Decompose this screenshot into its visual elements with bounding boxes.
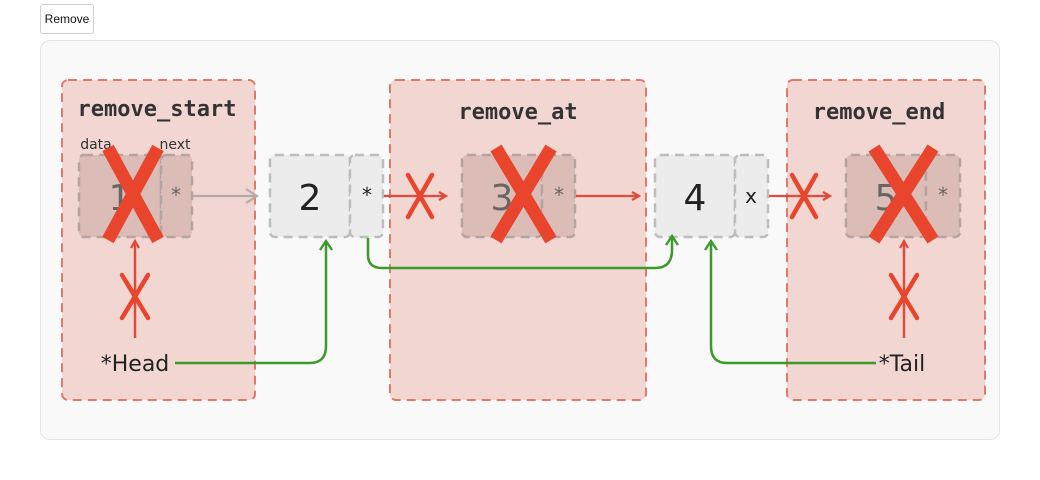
node-pointer: * — [171, 183, 181, 207]
arrow-node2-bypass-to-node4 — [366, 233, 679, 270]
big-x-icon — [102, 144, 164, 244]
node-pointer: * — [362, 183, 372, 207]
node-4: 4 x — [653, 153, 770, 239]
region-label-remove-at: remove_at — [458, 100, 577, 125]
small-x-icon — [789, 172, 819, 220]
tail-pointer-label: *Tail — [879, 352, 926, 377]
field-label-next: next — [159, 137, 191, 153]
region-label-remove-end: remove_end — [813, 100, 945, 125]
node-pointer: x — [745, 184, 757, 208]
node-pointer: * — [554, 183, 564, 207]
field-label-data: data — [80, 137, 112, 153]
node-2: 2 * — [268, 153, 385, 239]
node-value: 4 — [684, 178, 707, 219]
head-pointer-label: *Head — [101, 352, 170, 377]
region-remove-at: remove_at — [389, 79, 647, 401]
small-x-icon — [888, 272, 920, 321]
node-3: 3 * — [460, 153, 577, 239]
big-x-icon — [868, 144, 939, 244]
small-x-icon — [119, 272, 151, 321]
node-pointer: * — [938, 183, 948, 207]
node-value: 2 — [299, 178, 322, 219]
big-x-icon — [490, 144, 557, 244]
arrow-tail-to-node4 — [704, 238, 876, 365]
remove-button[interactable]: Remove — [40, 4, 94, 34]
arrow-head-to-node2 — [175, 238, 333, 365]
small-x-icon — [405, 172, 435, 220]
region-label-remove-start: remove_start — [78, 97, 237, 122]
